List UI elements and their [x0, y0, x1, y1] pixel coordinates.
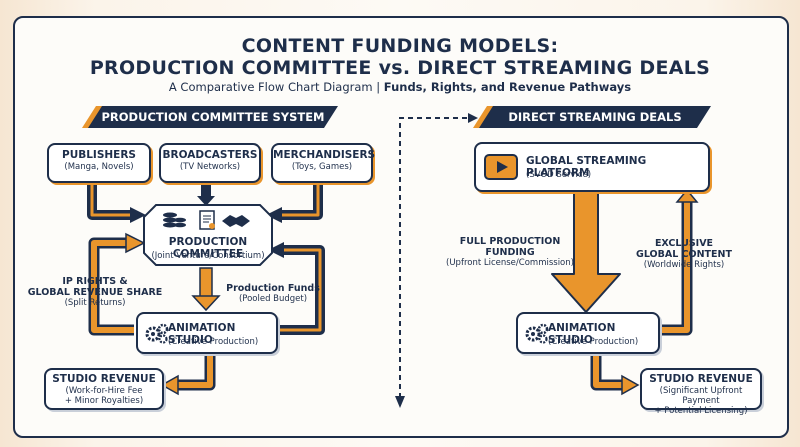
subtitle-plain: A Comparative Flow Chart Diagram | — [168, 80, 384, 94]
full-funding-line2: FUNDING — [485, 247, 535, 258]
right-revenue-sub1: (Significant Upfront Payment — [659, 386, 743, 406]
page-subtitle: A Comparative Flow Chart Diagram | Funds… — [0, 80, 800, 94]
contract-icon — [199, 210, 215, 230]
page-title-line1: CONTENT FUNDING MODELS: — [241, 35, 559, 57]
arrow-exclusive-content — [658, 200, 693, 336]
merchandisers-sub: (Toys, Games) — [291, 162, 353, 172]
left-studio-box: ANIMATION STUDIO (Creative Production) — [136, 312, 278, 354]
gears-icon — [145, 323, 169, 344]
committee-sub: (Joint Venture/Consortium) — [151, 251, 265, 261]
streaming-platform-box: GLOBAL STREAMING PLATFORM (SVOD Service) — [474, 142, 710, 192]
right-revenue-title: STUDIO REVENUE — [649, 373, 753, 385]
full-funding-line1: FULL PRODUCTION — [459, 236, 561, 247]
coins-icon — [163, 212, 186, 228]
arrow-studio-committee-right-loop — [276, 245, 325, 335]
publishers-title: PUBLISHERS — [62, 149, 136, 161]
production-funds-sub: (Pooled Budget) — [238, 294, 308, 304]
merchandisers-box: MERCHANDISERS (Toys, Games) — [271, 143, 376, 183]
handshake-icon — [222, 215, 250, 227]
right-studio-sub: (Creative Production) — [548, 337, 639, 347]
publishers-sub: (Manga, Novels) — [64, 162, 134, 172]
arrow-studio-to-revenue — [176, 352, 216, 391]
exclusive-sub: (Worldwide Rights) — [643, 260, 725, 270]
arrow-merchandisers-to-committee — [280, 182, 323, 220]
arrow-ip-rights-loop — [88, 237, 134, 336]
ip-rights-line2: GLOBAL REVENUE SHARE — [27, 287, 163, 298]
play-icon — [484, 154, 518, 180]
right-revenue-sub2: + Potential Licensing) — [654, 406, 748, 416]
production-funds-title: Production Funds — [226, 283, 320, 294]
arrow-committee-to-studio — [191, 267, 221, 312]
arrow-publishers-to-committee — [87, 182, 132, 220]
ip-rights-label: IP RIGHTS & GLOBAL REVENUE SHARE (Split … — [20, 276, 170, 309]
left-revenue-sub1: (Work-for-Hire Fee — [65, 386, 143, 396]
exclusive-line1: EXCLUSIVE — [654, 238, 714, 249]
page-title-line2: PRODUCTION COMMITTEE vs. DIRECT STREAMIN… — [89, 57, 711, 79]
exclusive-content-label: EXCLUSIVE GLOBAL CONTENT (Worldwide Righ… — [624, 238, 744, 271]
exclusive-line2: GLOBAL CONTENT — [636, 249, 732, 260]
committee-title: PRODUCTION COMMITTEE — [168, 236, 248, 260]
right-studio-box: ANIMATION STUDIO (Creative Production) — [516, 312, 660, 354]
left-revenue-title: STUDIO REVENUE — [52, 373, 156, 385]
committee-icons — [163, 210, 250, 230]
arrow-full-production-funding — [551, 191, 621, 313]
production-funds-label: Production Funds (Pooled Budget) — [218, 283, 328, 305]
full-funding-label: FULL PRODUCTION FUNDING (Upfront License… — [440, 236, 580, 269]
right-revenue-box: STUDIO REVENUE (Significant Upfront Paym… — [640, 368, 762, 416]
left-banner: PRODUCTION COMMITTEE SYSTEM — [88, 106, 338, 128]
publishers-box: PUBLISHERS (Manga, Novels) — [47, 143, 151, 183]
platform-sub: (SVOD Service) — [526, 170, 592, 180]
broadcasters-sub: (TV Networks) — [179, 162, 241, 172]
left-revenue-sub2: + Minor Royalties) — [64, 396, 144, 406]
subtitle-bold: Funds, Rights, and Revenue Pathways — [383, 80, 632, 94]
left-revenue-box: STUDIO REVENUE (Work-for-Hire Fee + Mino… — [44, 368, 164, 410]
broadcasters-title: BROADCASTERS — [162, 149, 258, 161]
full-funding-sub: (Upfront License/Commission) — [446, 258, 574, 268]
right-studio-title: ANIMATION STUDIO — [548, 322, 616, 346]
left-studio-title: ANIMATION STUDIO — [168, 322, 236, 346]
arrow-studio-to-revenue-right — [590, 352, 624, 391]
ip-rights-line1: IP RIGHTS & — [62, 276, 128, 287]
arrow-broadcasters-to-committee — [201, 184, 211, 198]
gears-icon — [525, 323, 549, 344]
production-committee-node: PRODUCTION COMMITTEE (Joint Venture/Cons… — [142, 203, 274, 267]
divider-dashed-line — [399, 117, 470, 398]
merchandisers-title: MERCHANDISERS — [273, 149, 376, 161]
platform-title: GLOBAL STREAMING PLATFORM — [526, 155, 647, 179]
left-studio-sub: (Creative Production) — [168, 337, 259, 347]
ip-rights-sub: (Split Returns) — [64, 298, 126, 308]
broadcasters-box: BROADCASTERS (TV Networks) — [159, 143, 261, 183]
right-banner: DIRECT STREAMING DEALS — [479, 106, 711, 128]
